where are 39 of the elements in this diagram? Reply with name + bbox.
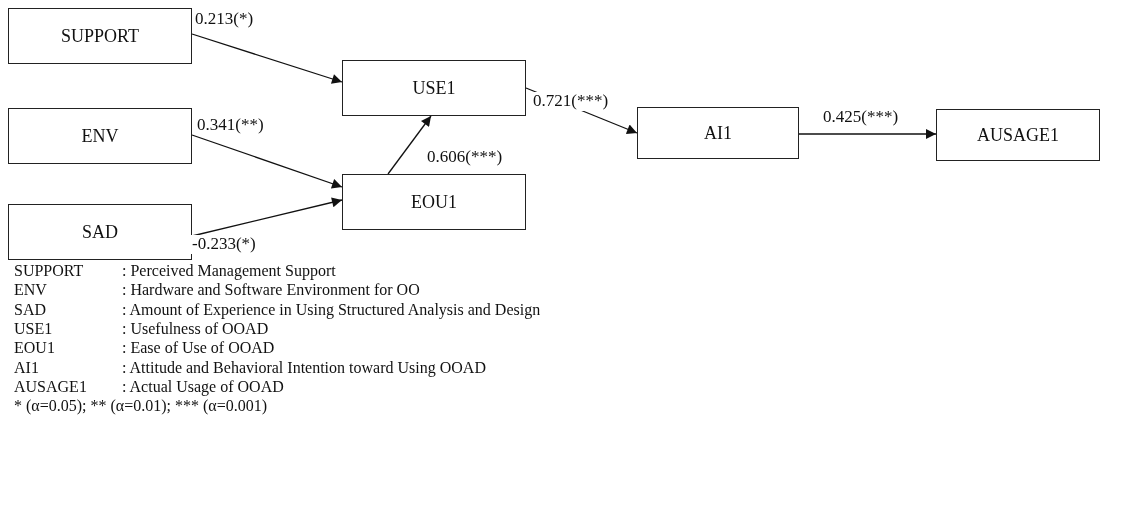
abbreviation: AI1 — [14, 358, 39, 377]
definition: : Perceived Management Support — [122, 262, 336, 280]
node-label: AUSAGE1 — [977, 124, 1059, 146]
node-label: EOU1 — [411, 191, 457, 213]
abbreviation: SAD — [14, 300, 46, 319]
path-coefficient: 0.721(***) — [532, 92, 610, 111]
node-label: SAD — [82, 221, 118, 243]
arrow — [191, 134, 343, 189]
abbreviation: AUSAGE1 — [14, 377, 87, 396]
arrow — [191, 33, 343, 84]
node-label: SUPPORT — [61, 25, 139, 47]
path-coefficient: -0.233(*) — [191, 235, 257, 254]
abbreviation: EOU1 — [14, 339, 55, 357]
definition: : Ease of Use of OOAD — [122, 339, 275, 357]
abbreviation: * (α=0.05); ** (α=0.01); *** (α=0.001) — [14, 397, 268, 415]
node-label: ENV — [81, 125, 119, 147]
variable-box — [8, 8, 192, 64]
arrow — [798, 129, 937, 139]
variable-box — [8, 204, 192, 260]
path-coefficient: 0.341(**) — [196, 116, 265, 135]
path-coefficient: 0.425(***) — [822, 108, 900, 127]
abbreviation: SUPPORT — [14, 262, 84, 280]
definition: : Amount of Experience in Using Structured Analysis and Design — [122, 300, 541, 319]
definition: : Usefulness of OOAD — [122, 319, 269, 338]
definition: : Attitude and Behavioral Intention toward Using OOAD — [122, 358, 486, 377]
variable-box — [8, 108, 192, 164]
variable-box — [342, 174, 526, 230]
abbreviation: USE1 — [14, 319, 53, 338]
variable-box — [342, 60, 526, 116]
arrow — [387, 115, 432, 175]
node-label: USE1 — [412, 77, 456, 99]
variable-box — [936, 109, 1100, 161]
path-coefficient: 0.606(***) — [426, 148, 504, 167]
path-coefficient: 0.213(*) — [194, 10, 255, 29]
abbreviation: ENV — [14, 281, 47, 299]
node-label: AI1 — [704, 122, 732, 144]
variable-box — [637, 107, 799, 159]
definition: : Actual Usage of OOAD — [122, 377, 284, 396]
definition: : Hardware and Software Environment for OO — [122, 281, 420, 299]
